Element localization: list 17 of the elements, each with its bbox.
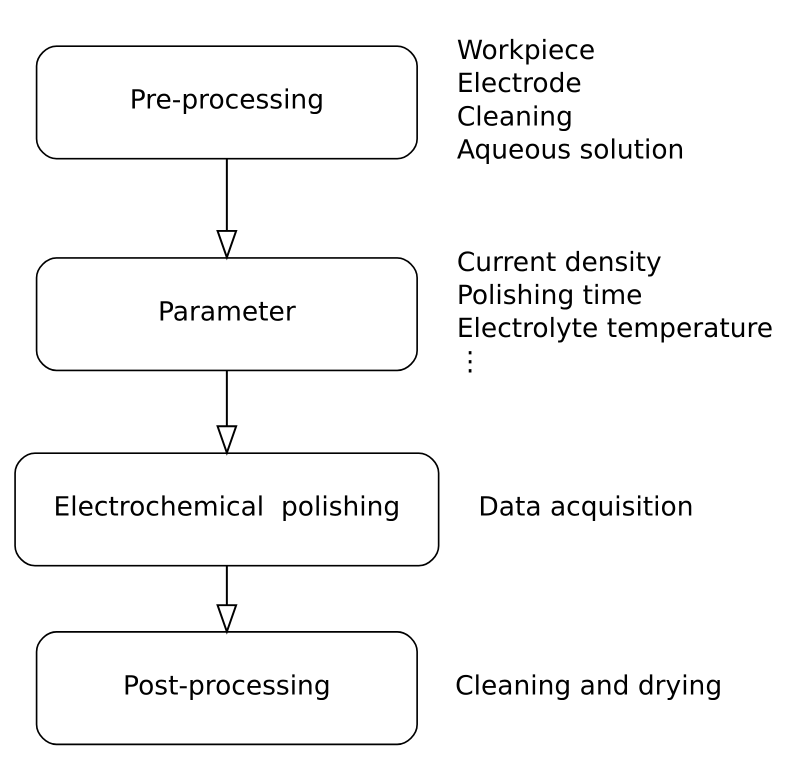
node-label: Workpiece (456, 35, 596, 66)
node-label: ⋮ (456, 346, 484, 378)
node-label: Polishing time (456, 280, 642, 311)
node-label: Cleaning and drying (455, 670, 722, 702)
node-box: Parameter (36, 257, 418, 372)
node-box: Pre-processing (36, 45, 418, 160)
node-box: Electrochemical polishing (14, 452, 440, 567)
node-label: Electrolyte temperature (456, 313, 774, 344)
node-label: Current density (456, 246, 662, 278)
node-label: Electrode (456, 68, 582, 100)
arrow (216, 370, 238, 456)
node-label: Data acquisition (478, 492, 694, 523)
node-label: Aqueous solution (456, 134, 684, 166)
node-box: Post-processing (36, 631, 418, 746)
node-label: Cleaning (456, 101, 573, 132)
arrow (216, 566, 238, 635)
arrow (216, 158, 238, 260)
